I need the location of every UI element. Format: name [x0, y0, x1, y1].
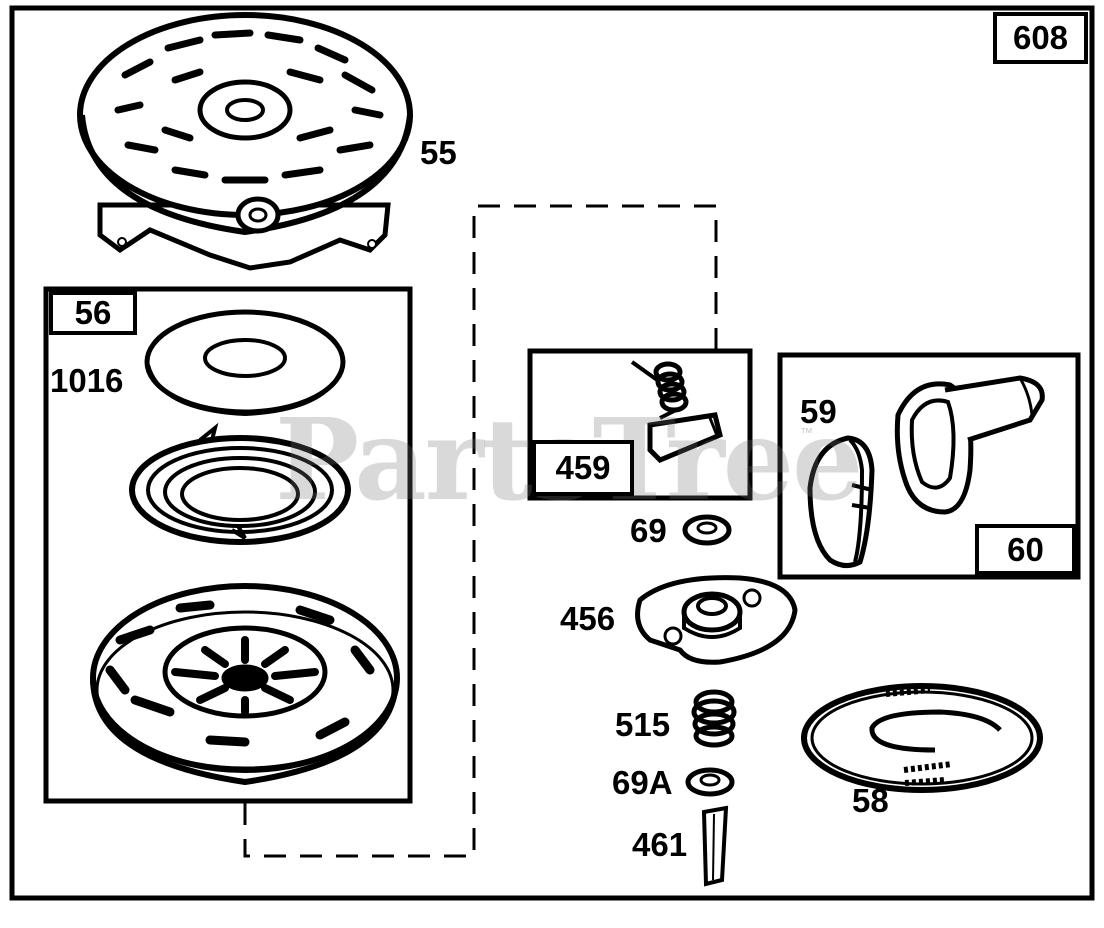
- retainer-456-drawing: [635, 575, 798, 665]
- kit-56-label-box: 56: [49, 291, 137, 335]
- part-label-56: 56: [74, 294, 112, 331]
- housing-drawing: [77, 12, 413, 271]
- part-label-59: 59: [800, 393, 837, 430]
- washer-1016-drawing: [144, 309, 346, 417]
- part-label-69: 69: [630, 512, 667, 549]
- part-label-69a: 69A: [612, 764, 673, 801]
- rewind-spring-drawing: [129, 422, 351, 545]
- pulley-drawing: [90, 583, 400, 786]
- outer-frame: [9, 5, 1095, 901]
- part-label-515: 515: [615, 706, 671, 743]
- assembly-number-box: 608: [993, 12, 1088, 64]
- watermark-trademark: ™: [800, 425, 813, 440]
- assembly-number: 608: [1012, 19, 1069, 56]
- part-label-461: 461: [632, 826, 688, 863]
- kit-60-label-box: 60: [975, 524, 1076, 575]
- part-label-60: 60: [1007, 530, 1044, 568]
- part-label-1016: 1016: [50, 362, 124, 399]
- part-label-58: 58: [852, 782, 889, 819]
- washer-69-drawing: [682, 514, 732, 546]
- washer-69a-drawing: [685, 767, 735, 797]
- kit-56-frame: [43, 286, 413, 804]
- pawl-kit-drawing: [630, 360, 723, 463]
- kit-60-frame: [777, 352, 1081, 580]
- pin-461-drawing: [701, 805, 729, 887]
- part-label-459: 459: [555, 449, 611, 486]
- kit-459-label-box: 459: [532, 440, 634, 496]
- spring-515-drawing: [691, 689, 737, 748]
- kit-459-frame: [527, 348, 753, 501]
- rope-58-drawing: [801, 683, 1043, 793]
- part-label-55: 55: [420, 134, 457, 171]
- part-label-456: 456: [560, 600, 616, 637]
- handle-kit-drawing: [807, 375, 1045, 568]
- connector-lines: [243, 204, 718, 858]
